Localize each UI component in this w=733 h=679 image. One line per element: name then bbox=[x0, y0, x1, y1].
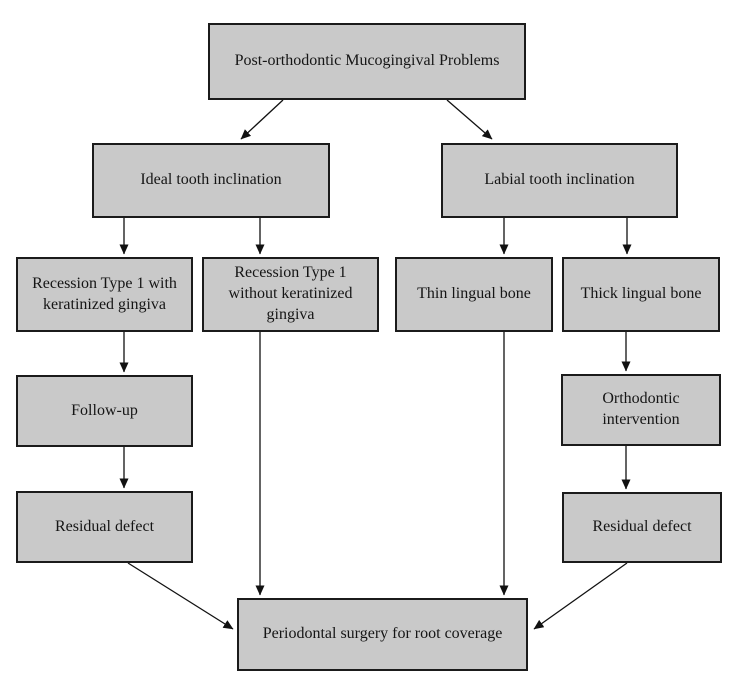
node-label: Orthodontic intervention bbox=[602, 390, 680, 428]
node-label: Periodontal surgery for root coverage bbox=[262, 625, 503, 643]
node-label: Ideal tooth inclination bbox=[140, 171, 282, 189]
arrow-residual-left-to-surgery bbox=[127, 562, 234, 630]
node-orthodontic-intervention: Orthodontic intervention bbox=[561, 374, 721, 446]
node-label: Residual defect bbox=[54, 517, 155, 535]
node-post-orthodontic-mucogingival-problems: Post-orthodontic Mucogingival Problems bbox=[208, 23, 526, 100]
node-label: Recession Type 1 with keratinized gingiv… bbox=[32, 274, 177, 313]
node-label: Labial tooth inclination bbox=[484, 171, 635, 189]
arrow-residual-right-to-surgery bbox=[533, 562, 628, 630]
node-label: Recession Type 1 without keratinized gin… bbox=[228, 264, 353, 323]
node-label: Post-orthodontic Mucogingival Problems bbox=[234, 52, 500, 70]
node-thick-lingual-bone: Thick lingual bone bbox=[562, 257, 720, 332]
arrow-root-to-ideal bbox=[240, 99, 284, 140]
node-periodontal-surgery-for-root-coverage: Periodontal surgery for root coverage bbox=[237, 598, 528, 671]
node-ideal-tooth-inclination: Ideal tooth inclination bbox=[92, 143, 330, 218]
node-thin-lingual-bone: Thin lingual bone bbox=[395, 257, 553, 332]
node-recession-type1-without-keratinized-gingiva: Recession Type 1 without keratinized gin… bbox=[202, 257, 379, 332]
node-label: Residual defect bbox=[592, 518, 692, 536]
node-label: Thick lingual bone bbox=[580, 285, 702, 303]
node-residual-defect-right: Residual defect bbox=[562, 492, 722, 563]
arrow-root-to-labial bbox=[446, 99, 493, 140]
node-label: Thin lingual bone bbox=[417, 285, 531, 303]
node-recession-type1-with-keratinized-gingiva: Recession Type 1 with keratinized gingiv… bbox=[16, 257, 193, 332]
node-follow-up: Follow-up bbox=[16, 375, 193, 447]
node-labial-tooth-inclination: Labial tooth inclination bbox=[441, 143, 678, 218]
node-label: Follow-up bbox=[71, 401, 138, 419]
node-residual-defect-left: Residual defect bbox=[16, 491, 193, 563]
